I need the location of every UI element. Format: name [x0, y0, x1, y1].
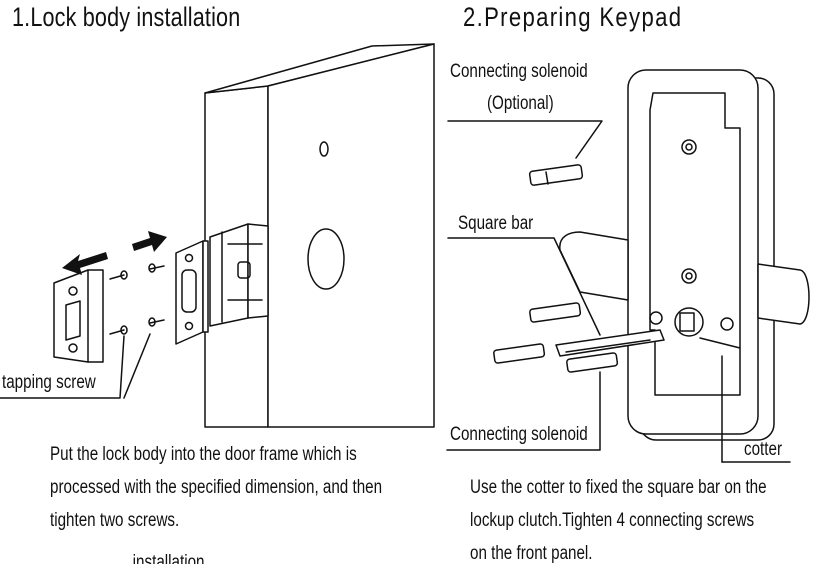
strike-plate: [53, 269, 104, 363]
section1-description: Put the lock body into the door frame wh…: [50, 438, 382, 537]
section2-description: Use the cotter to fixed the square bar o…: [470, 471, 767, 570]
label-cotter: cotter: [744, 439, 783, 460]
arrow-right-icon: [132, 231, 167, 252]
section2-title: 2.Preparing Keypad: [463, 2, 683, 32]
label-optional: (Optional): [487, 93, 554, 114]
solenoid-pin-optional: [528, 164, 584, 186]
leader-solenoid: [446, 371, 601, 451]
cotter-pin: [699, 337, 741, 349]
section2-desc-line: Use the cotter to fixed the square bar o…: [470, 477, 767, 498]
solenoid-pin-c: [566, 352, 619, 373]
door-block: [204, 43, 435, 428]
clutch-housing: [559, 231, 810, 325]
arrow-left-icon: [62, 252, 108, 275]
door-bore-hole: [307, 228, 345, 290]
leader-solenoid-optional: [447, 120, 603, 159]
label-square-bar: Square bar: [458, 213, 534, 234]
faceplate-screws: [148, 263, 165, 327]
section1-desc-line: Put the lock body into the door frame wh…: [50, 444, 357, 465]
label-solenoid-optional: Connecting solenoid: [450, 61, 588, 82]
solenoid-pin-b: [493, 343, 546, 364]
lock-body: [209, 223, 269, 327]
leader-square-bar: [447, 237, 601, 336]
strike-screws: [109, 270, 128, 335]
section2-desc-line: lockup clutch.Tighten 4 connecting screw…: [470, 510, 755, 531]
section1-desc-line: tighten two screws.: [50, 510, 180, 531]
section1-title: 1.Lock body installation: [12, 2, 241, 32]
section1-desc-line: processed with the specified dimension, …: [50, 477, 383, 498]
latch-faceplate: [175, 240, 209, 345]
label-tapping-screw: tapping screw: [2, 372, 96, 393]
keypad-panel: [627, 69, 775, 441]
section2-desc-line: on the front panel.: [470, 543, 593, 564]
partial-footer-text: ...installation: [120, 552, 205, 564]
leader-tapping-screw-2: [123, 333, 151, 399]
solenoid-pin-a: [529, 302, 582, 323]
label-connecting-solenoid: Connecting solenoid: [450, 424, 588, 445]
square-bar: [555, 329, 665, 357]
leader-tapping-screw-1: [0, 335, 125, 399]
